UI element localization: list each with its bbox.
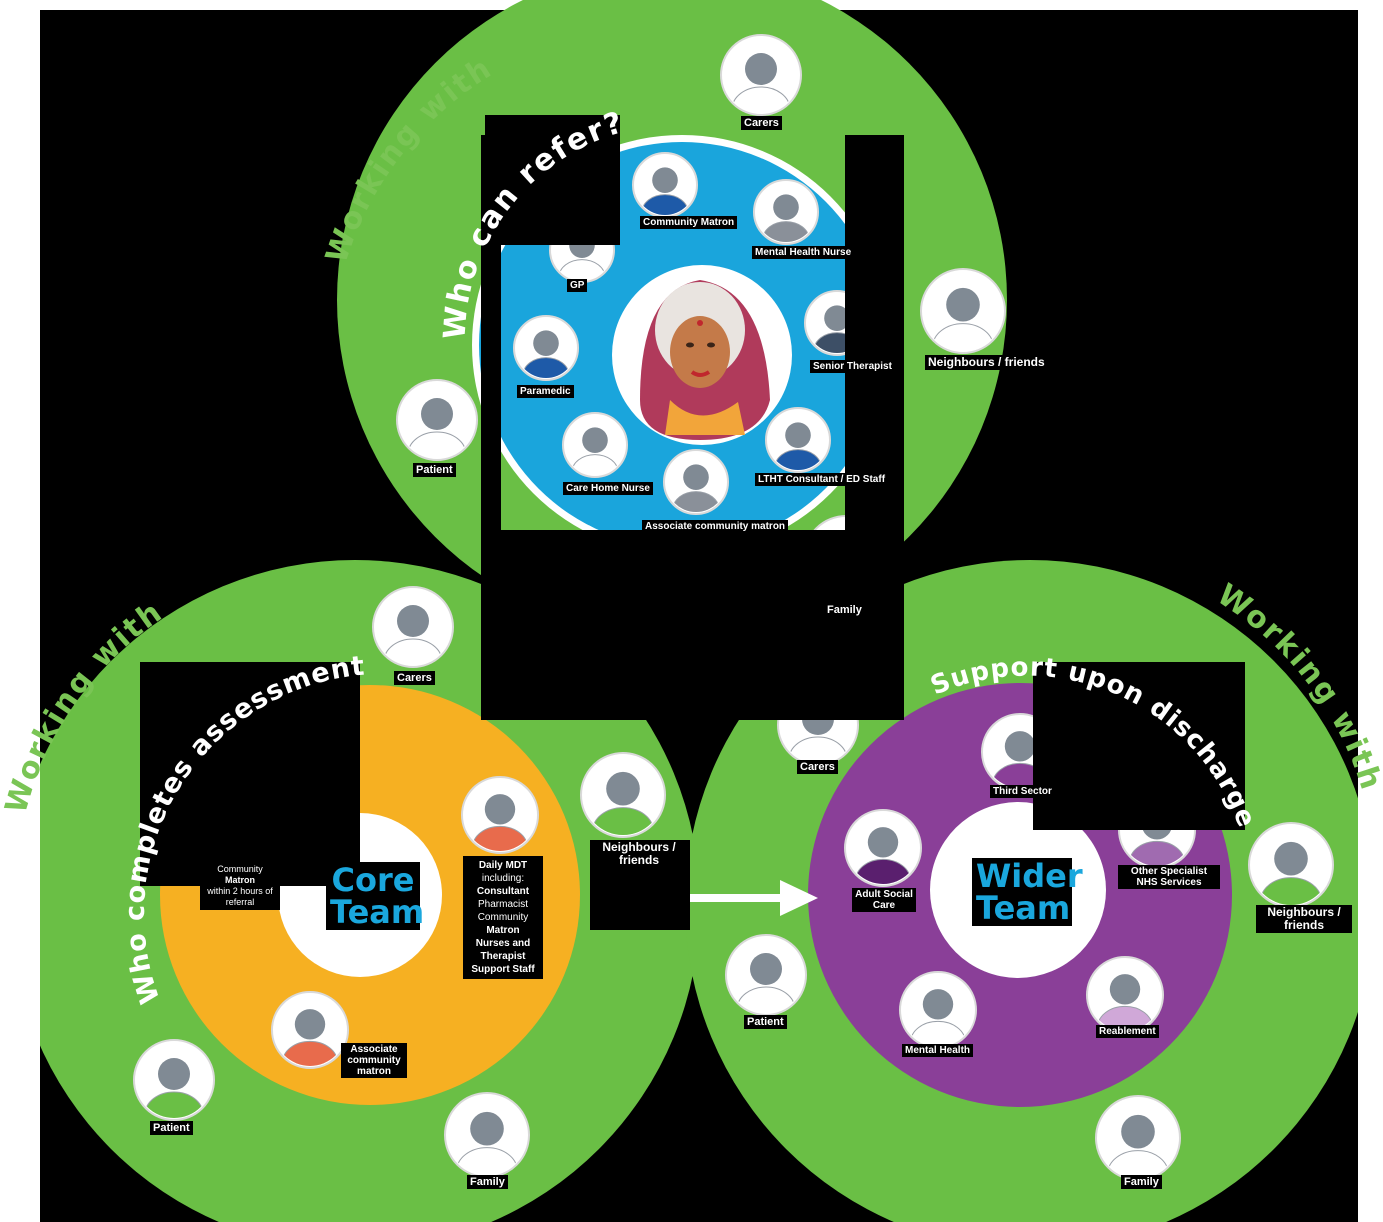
core-matron-label: Matron — [225, 875, 255, 885]
associate-matron-core-person-icon — [271, 991, 349, 1069]
occlude-center-left — [481, 135, 501, 535]
mask-left — [0, 0, 40, 1222]
wider-reablement-label: Reablement — [1096, 1025, 1159, 1038]
mdt-community: Community — [477, 912, 529, 923]
occlude-support — [1033, 662, 1245, 830]
patient-portrait — [624, 277, 780, 440]
refer-care-home-nurse-label: Care Home Nurse — [563, 482, 653, 495]
core-referral-note: within 2 hours of referral — [207, 886, 273, 907]
carers-left-person-icon — [372, 586, 454, 668]
patient-left-person-icon — [133, 1039, 215, 1121]
left-patient-label: Patient — [150, 1121, 193, 1136]
carers-top-person-icon — [720, 34, 802, 116]
right-family-label: Family — [1121, 1175, 1162, 1190]
patient-top-person-icon — [396, 379, 478, 461]
refer-gp-label: GP — [567, 279, 588, 292]
discharge-arrow — [690, 880, 818, 916]
mdt-including: including: — [481, 873, 525, 884]
wider-team-label: Wider Team — [972, 858, 1083, 926]
mdt-pharmacist: Pharmacist — [477, 899, 528, 910]
mdt-consultant: Consultant — [476, 886, 530, 897]
core-daily-mdt-box: Daily MDT including: Consultant Pharmaci… — [463, 856, 543, 979]
core-associate-matron-label: Associate community matron — [341, 1043, 407, 1078]
wider-adult-social-care-label: Adult Social Care — [852, 888, 916, 912]
mental-health-nurse-person-icon — [753, 179, 819, 245]
refer-senior-therapist-label: Senior Therapist — [810, 360, 895, 373]
occlude-center-right — [845, 135, 904, 535]
left-neighbours-label: Neighbours / friends — [590, 840, 688, 869]
core-team-label: Core Team — [326, 862, 424, 930]
mask-right — [1358, 0, 1383, 1222]
occlude-refer — [485, 115, 620, 245]
family-right-person-icon — [1095, 1095, 1181, 1181]
refer-associate-matron-label: Associate community matron — [642, 520, 789, 533]
neighbours-top-person-icon — [920, 268, 1006, 354]
right-carers-label: Carers — [797, 760, 838, 775]
adult-social-care-person-icon — [844, 809, 922, 887]
refer-community-matron-label: Community Matron — [640, 216, 738, 229]
core-community-label: Community — [217, 864, 263, 874]
left-carers-label: Carers — [394, 671, 435, 686]
mental-health-wider-person-icon — [899, 971, 977, 1049]
refer-paramedic-label: Paramedic — [517, 385, 574, 398]
mdt-matron: Matron — [486, 925, 520, 936]
occlude-center — [481, 530, 904, 720]
top-neighbours-label: Neighbours / friends — [925, 355, 1048, 371]
left-family-label: Family — [467, 1175, 508, 1190]
right-patient-label: Patient — [744, 1015, 787, 1030]
wider-third-sector-label: Third Sector — [990, 785, 1055, 798]
top-family-label: Family — [824, 603, 865, 618]
neighbours-right-person-icon — [1248, 822, 1334, 908]
paramedic-person-icon — [513, 315, 579, 381]
refer-lthst-consultant-label: LTHT Consultant / ED Staff — [755, 473, 889, 486]
lth-consultant-person-icon — [765, 407, 831, 473]
mdt-person-icon — [461, 776, 539, 854]
mdt-title: Daily MDT — [478, 860, 528, 871]
core-community-matron-box: Community Matron within 2 hours of refer… — [200, 862, 280, 910]
community-matron-person-icon — [632, 152, 698, 218]
wider-mental-health-label: Mental Health — [902, 1044, 974, 1057]
associate-matron-refer-person-icon — [663, 449, 729, 515]
refer-mental-health-nurse-label: Mental Health Nurse — [752, 246, 855, 259]
occlude-assess — [140, 662, 360, 886]
right-neighbours-label: Neighbours / friends — [1256, 905, 1352, 934]
wider-other-nhs-label: Other Specialist NHS Services — [1118, 865, 1220, 889]
top-carers-label: Carers — [741, 116, 782, 131]
top-patient-label: Patient — [413, 463, 456, 478]
mdt-nurses: Nurses and Therapist Support Staff — [471, 938, 535, 975]
